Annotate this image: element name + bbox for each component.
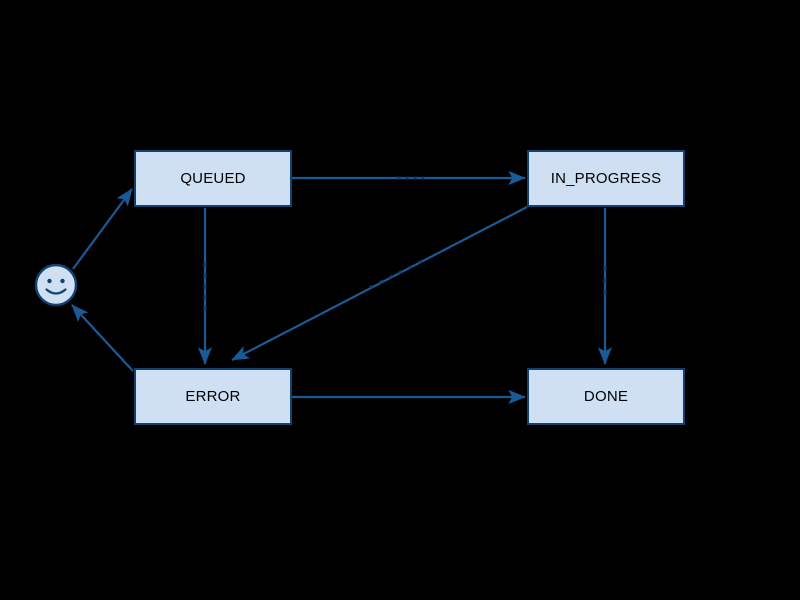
state-node-queued[interactable]: QUEUED	[134, 150, 292, 207]
edge-start-queued	[72, 188, 133, 270]
state-label-done: DONE	[583, 388, 629, 405]
state-label-queued: QUEUED	[180, 170, 246, 187]
state-node-in_progress[interactable]: IN_PROGRESS	[527, 150, 685, 207]
smiley-icon	[34, 263, 78, 307]
state-label-error: ERROR	[185, 388, 241, 405]
state-label-in_progress: IN_PROGRESS	[550, 170, 662, 187]
state-node-error[interactable]: ERROR	[134, 368, 292, 425]
state-node-done[interactable]: DONE	[527, 368, 685, 425]
start-node[interactable]	[34, 263, 78, 307]
edge-in_progress-error	[231, 206, 528, 361]
edge-error-start	[71, 304, 134, 372]
